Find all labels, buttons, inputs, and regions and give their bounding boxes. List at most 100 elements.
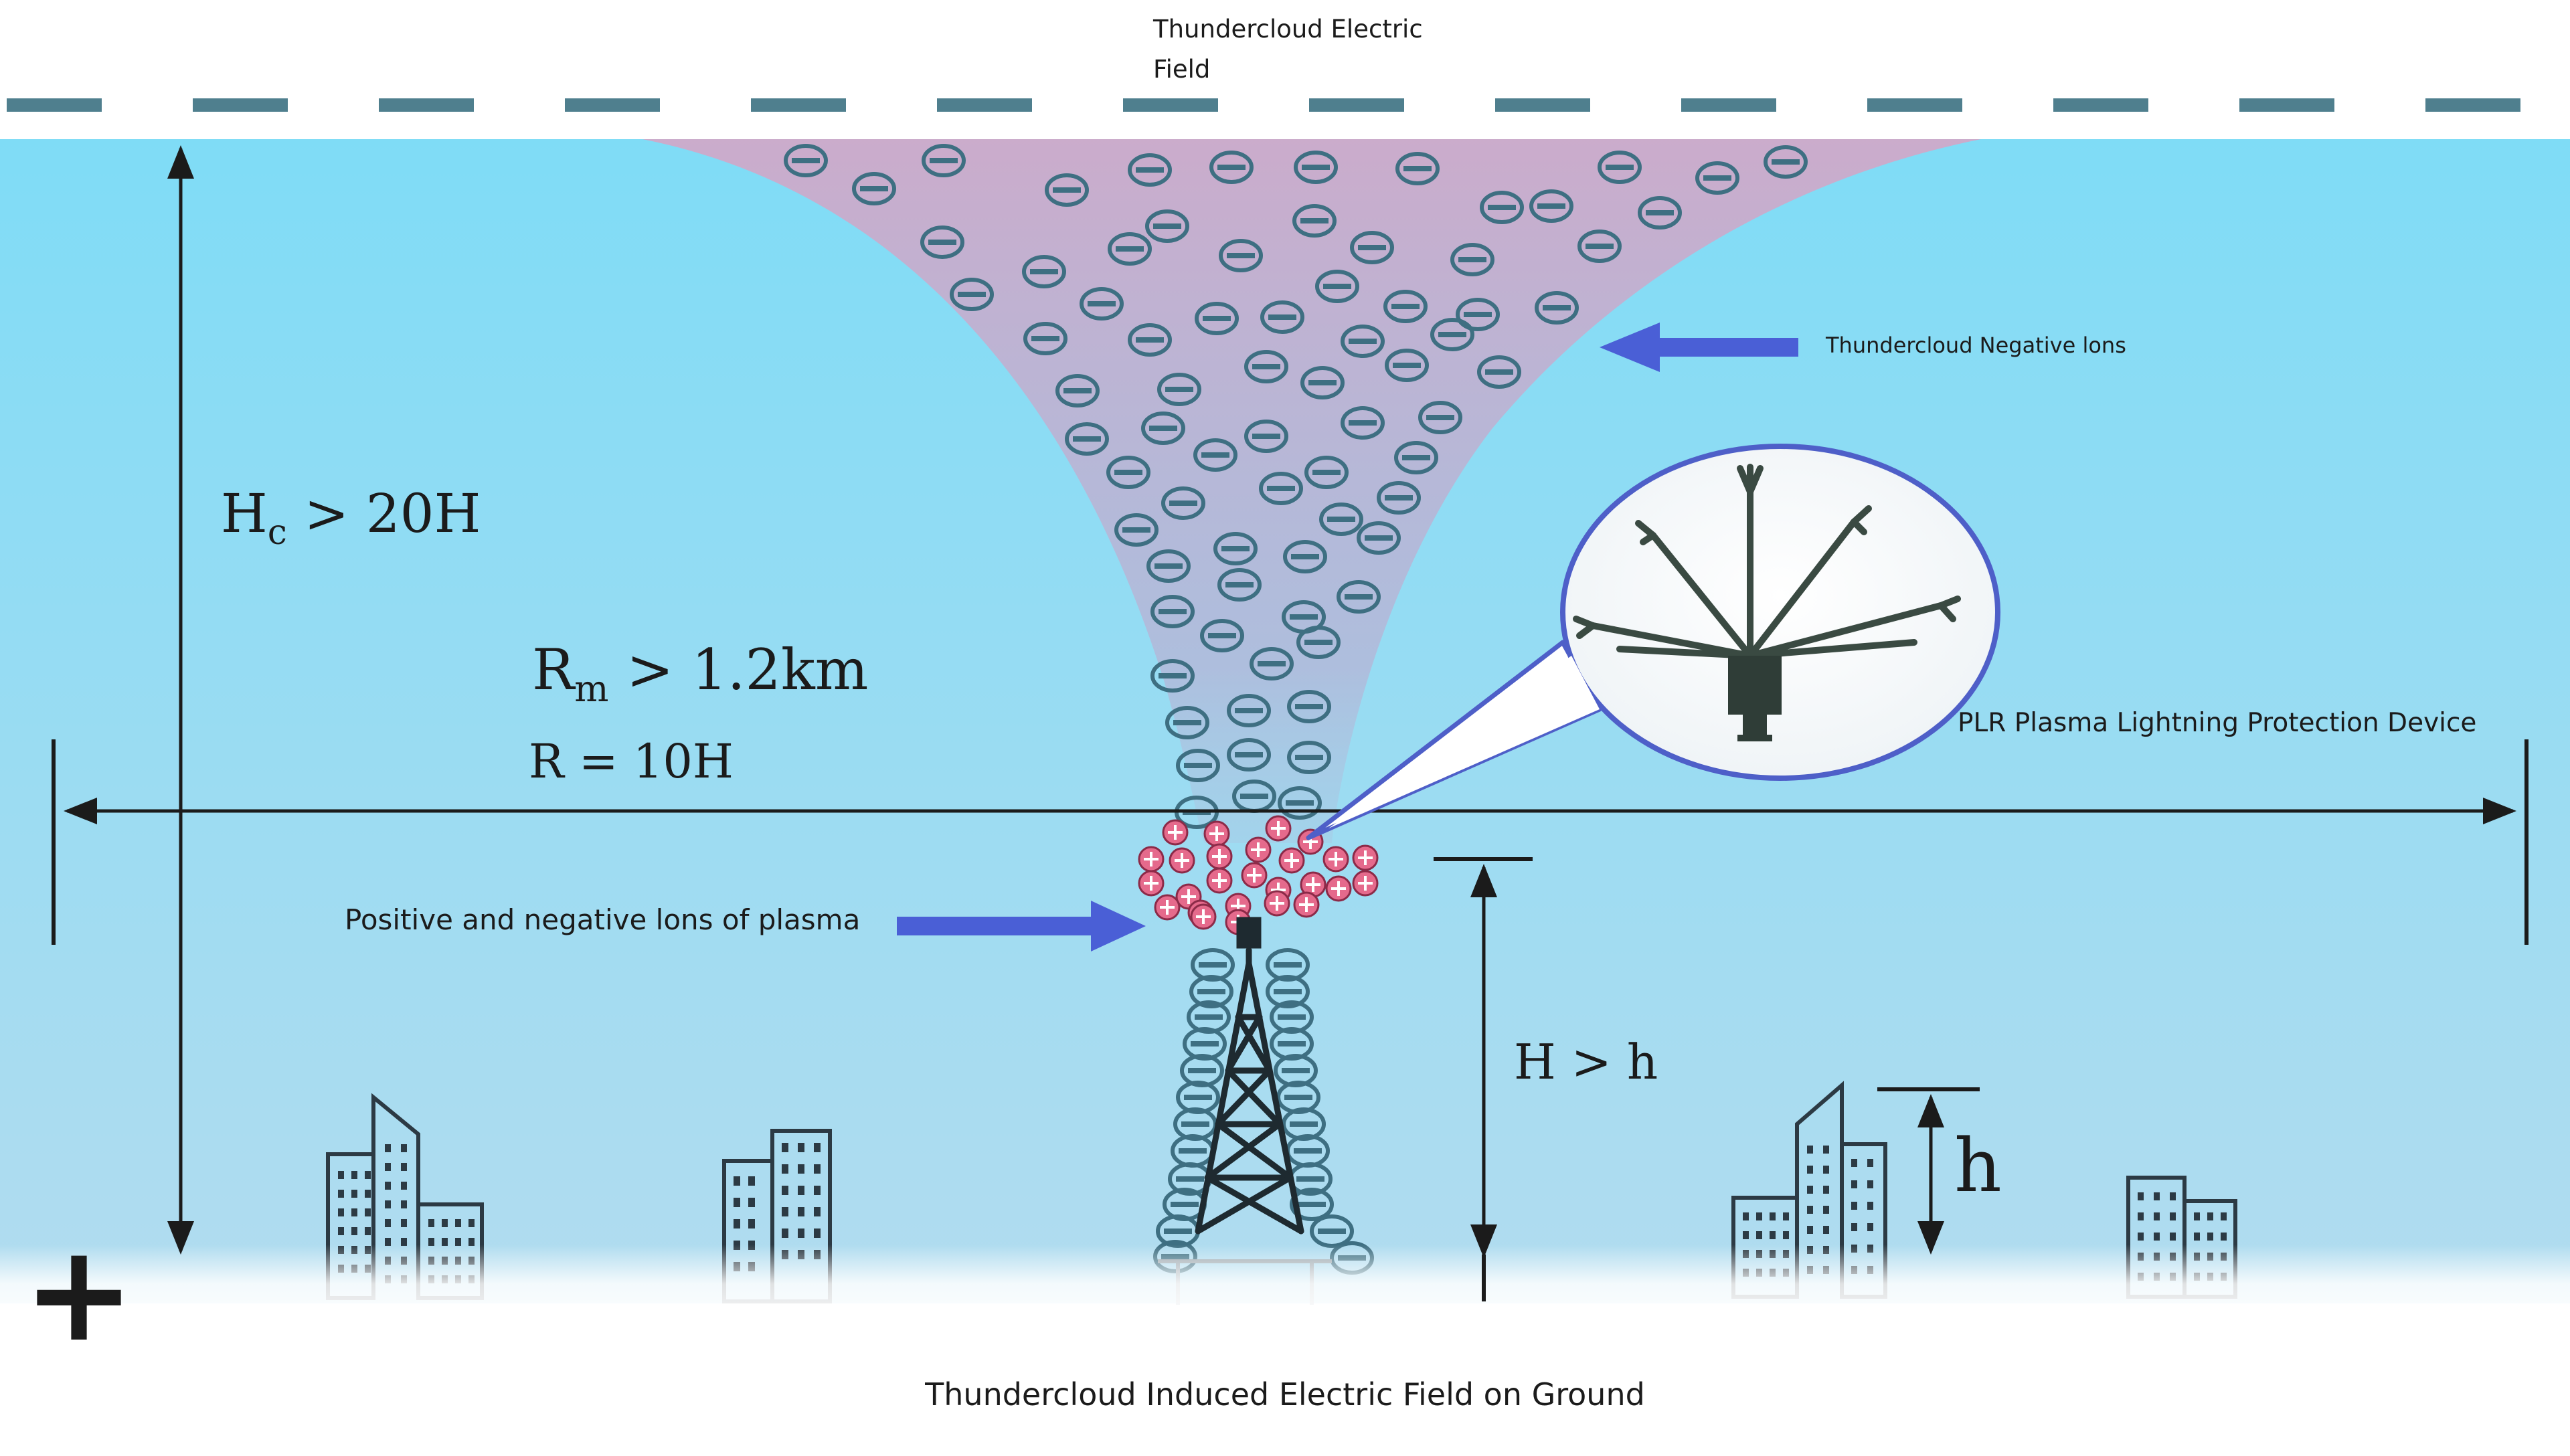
- positive-ion-icon: [1190, 903, 1217, 930]
- negative-ion-icon: [1108, 232, 1152, 266]
- cloud-negative-ions: [784, 144, 1808, 829]
- formula-hc-main: H: [221, 482, 268, 545]
- formula-hc-sub: c: [268, 513, 287, 553]
- top-white-band: [0, 0, 2570, 139]
- negative-ion-icon: [1394, 441, 1438, 474]
- negative-ion-icon: [1213, 532, 1258, 565]
- positive-ion-icon: [1162, 819, 1189, 846]
- negative-ion-icon: [1080, 287, 1124, 321]
- negative-ion-icon: [1638, 196, 1682, 230]
- positive-ion-icon: [1206, 867, 1233, 894]
- negative-ion-icon: [1296, 626, 1341, 659]
- negative-ion-icon: [1189, 975, 1233, 1008]
- negative-ion-icon: [1157, 373, 1201, 406]
- negative-ion-icon: [1128, 323, 1172, 357]
- negative-ion-icon: [1146, 549, 1191, 583]
- negative-ion-icon: [1227, 738, 1271, 771]
- negative-ion-icon: [1456, 298, 1500, 331]
- negative-ion-icon: [1176, 749, 1220, 782]
- top-field-label-line2: Field: [1153, 55, 1210, 84]
- negative-ion-icon: [1180, 1054, 1224, 1087]
- negative-ion-icon: [1023, 322, 1067, 355]
- negative-ion-icon: [1274, 1054, 1318, 1087]
- negative-ion-icon: [1319, 503, 1363, 536]
- negative-ion-icon: [1598, 151, 1642, 184]
- negative-ion-icon: [784, 144, 828, 177]
- negative-ion-icon: [1577, 230, 1622, 263]
- lightning-tower: [1195, 917, 1304, 1235]
- negative-ion-icon: [1529, 189, 1573, 223]
- negative-ion-icon: [1450, 243, 1494, 276]
- formula-hc: Hc > 20H: [221, 482, 481, 553]
- formula-rm-rest: > 1.2km: [608, 637, 868, 703]
- positive-ion-icon: [1293, 891, 1320, 918]
- device-label: PLR Plasma Lightning Protection Device: [1958, 708, 2476, 738]
- negative-ion-icon: [1165, 706, 1209, 739]
- plr-device-icon: [1573, 464, 1961, 741]
- negative-ion-icon: [1250, 647, 1294, 680]
- negative-ion-icon: [1193, 438, 1237, 472]
- negative-ion-icon: [1276, 1081, 1320, 1114]
- positive-ion-icon: [1138, 846, 1165, 873]
- negative-ion-icon: [1477, 355, 1521, 389]
- positive-ion-icon: [1352, 870, 1379, 897]
- formula-r: R = 10H: [529, 734, 734, 789]
- negative-ion-icon: [1187, 1000, 1231, 1034]
- negative-ion-icon: [1287, 690, 1331, 723]
- negative-ion-icon: [950, 278, 994, 311]
- negative-ion-icon: [1304, 456, 1349, 489]
- negative-ion-icon: [1287, 741, 1331, 774]
- negative-ion-icon: [1270, 1000, 1314, 1034]
- negative-ion-icon: [1290, 1188, 1334, 1221]
- negative-ion-icon: [1128, 153, 1172, 187]
- negative-ion-icon: [1200, 619, 1244, 652]
- negative-ion-icon: [1430, 318, 1474, 351]
- negative-ions-label: Thundercloud Negative lons: [1825, 333, 2126, 358]
- formula-rm-sub: m: [574, 668, 608, 710]
- negative-ion-icon: [1283, 540, 1327, 573]
- negative-ion-icon: [1260, 300, 1304, 334]
- positive-ion-icon: [1325, 875, 1352, 902]
- positive-ion-icon: [1154, 894, 1181, 921]
- negative-ion-icon: [1195, 302, 1239, 335]
- negative-ions-pointer-arrow: [1600, 323, 1798, 372]
- positive-ion-icon: [1241, 862, 1268, 889]
- negative-ion-icon: [1217, 568, 1262, 602]
- negative-ion-icon: [1244, 420, 1288, 453]
- negative-ion-icon: [1282, 1107, 1326, 1141]
- negative-ion-icon: [1176, 1081, 1220, 1114]
- negative-ion-icon: [1341, 325, 1385, 358]
- plasma-ions-label: Positive and negative lons of plasma: [345, 903, 860, 936]
- negative-ion-icon: [1418, 401, 1462, 434]
- negative-ion-icon: [1357, 521, 1401, 555]
- negative-ion-icon: [1161, 486, 1205, 520]
- negative-ion-icon: [1266, 975, 1310, 1008]
- negative-ion-icon: [1106, 456, 1150, 489]
- negative-ion-icon: [1294, 151, 1338, 184]
- negative-ion-icon: [1270, 1027, 1314, 1061]
- ground-mist: [0, 1245, 2570, 1332]
- negative-ion-icon: [1341, 406, 1385, 440]
- negative-ion-icon: [1383, 290, 1428, 323]
- negative-ion-icon: [1145, 209, 1189, 243]
- positive-ion-icon: [1245, 836, 1272, 863]
- negative-ion-icon: [1315, 270, 1359, 303]
- thundercloud-funnel: [642, 139, 1981, 843]
- formula-hc-rest: > 20H: [287, 482, 481, 545]
- plasma-positive-ions: [1138, 815, 1379, 935]
- formula-rm: Rm > 1.2km: [532, 637, 868, 710]
- positive-ion-icon: [1278, 847, 1305, 874]
- positive-ion-icon: [1264, 890, 1290, 917]
- negative-ion-icon: [1480, 191, 1524, 224]
- formula-rm-main: R: [532, 637, 576, 703]
- positive-ion-icon: [1352, 844, 1379, 871]
- negative-ion-icon: [1150, 659, 1195, 693]
- negative-ion-icon: [1266, 948, 1310, 982]
- negative-ion-icon: [1377, 481, 1421, 515]
- plasma-ions-pointer-arrow: [897, 901, 1146, 951]
- ground-plus-sign: +: [23, 1216, 135, 1372]
- formula-h-greater: H > h: [1514, 1034, 1658, 1090]
- positive-ion-icon: [1265, 815, 1292, 842]
